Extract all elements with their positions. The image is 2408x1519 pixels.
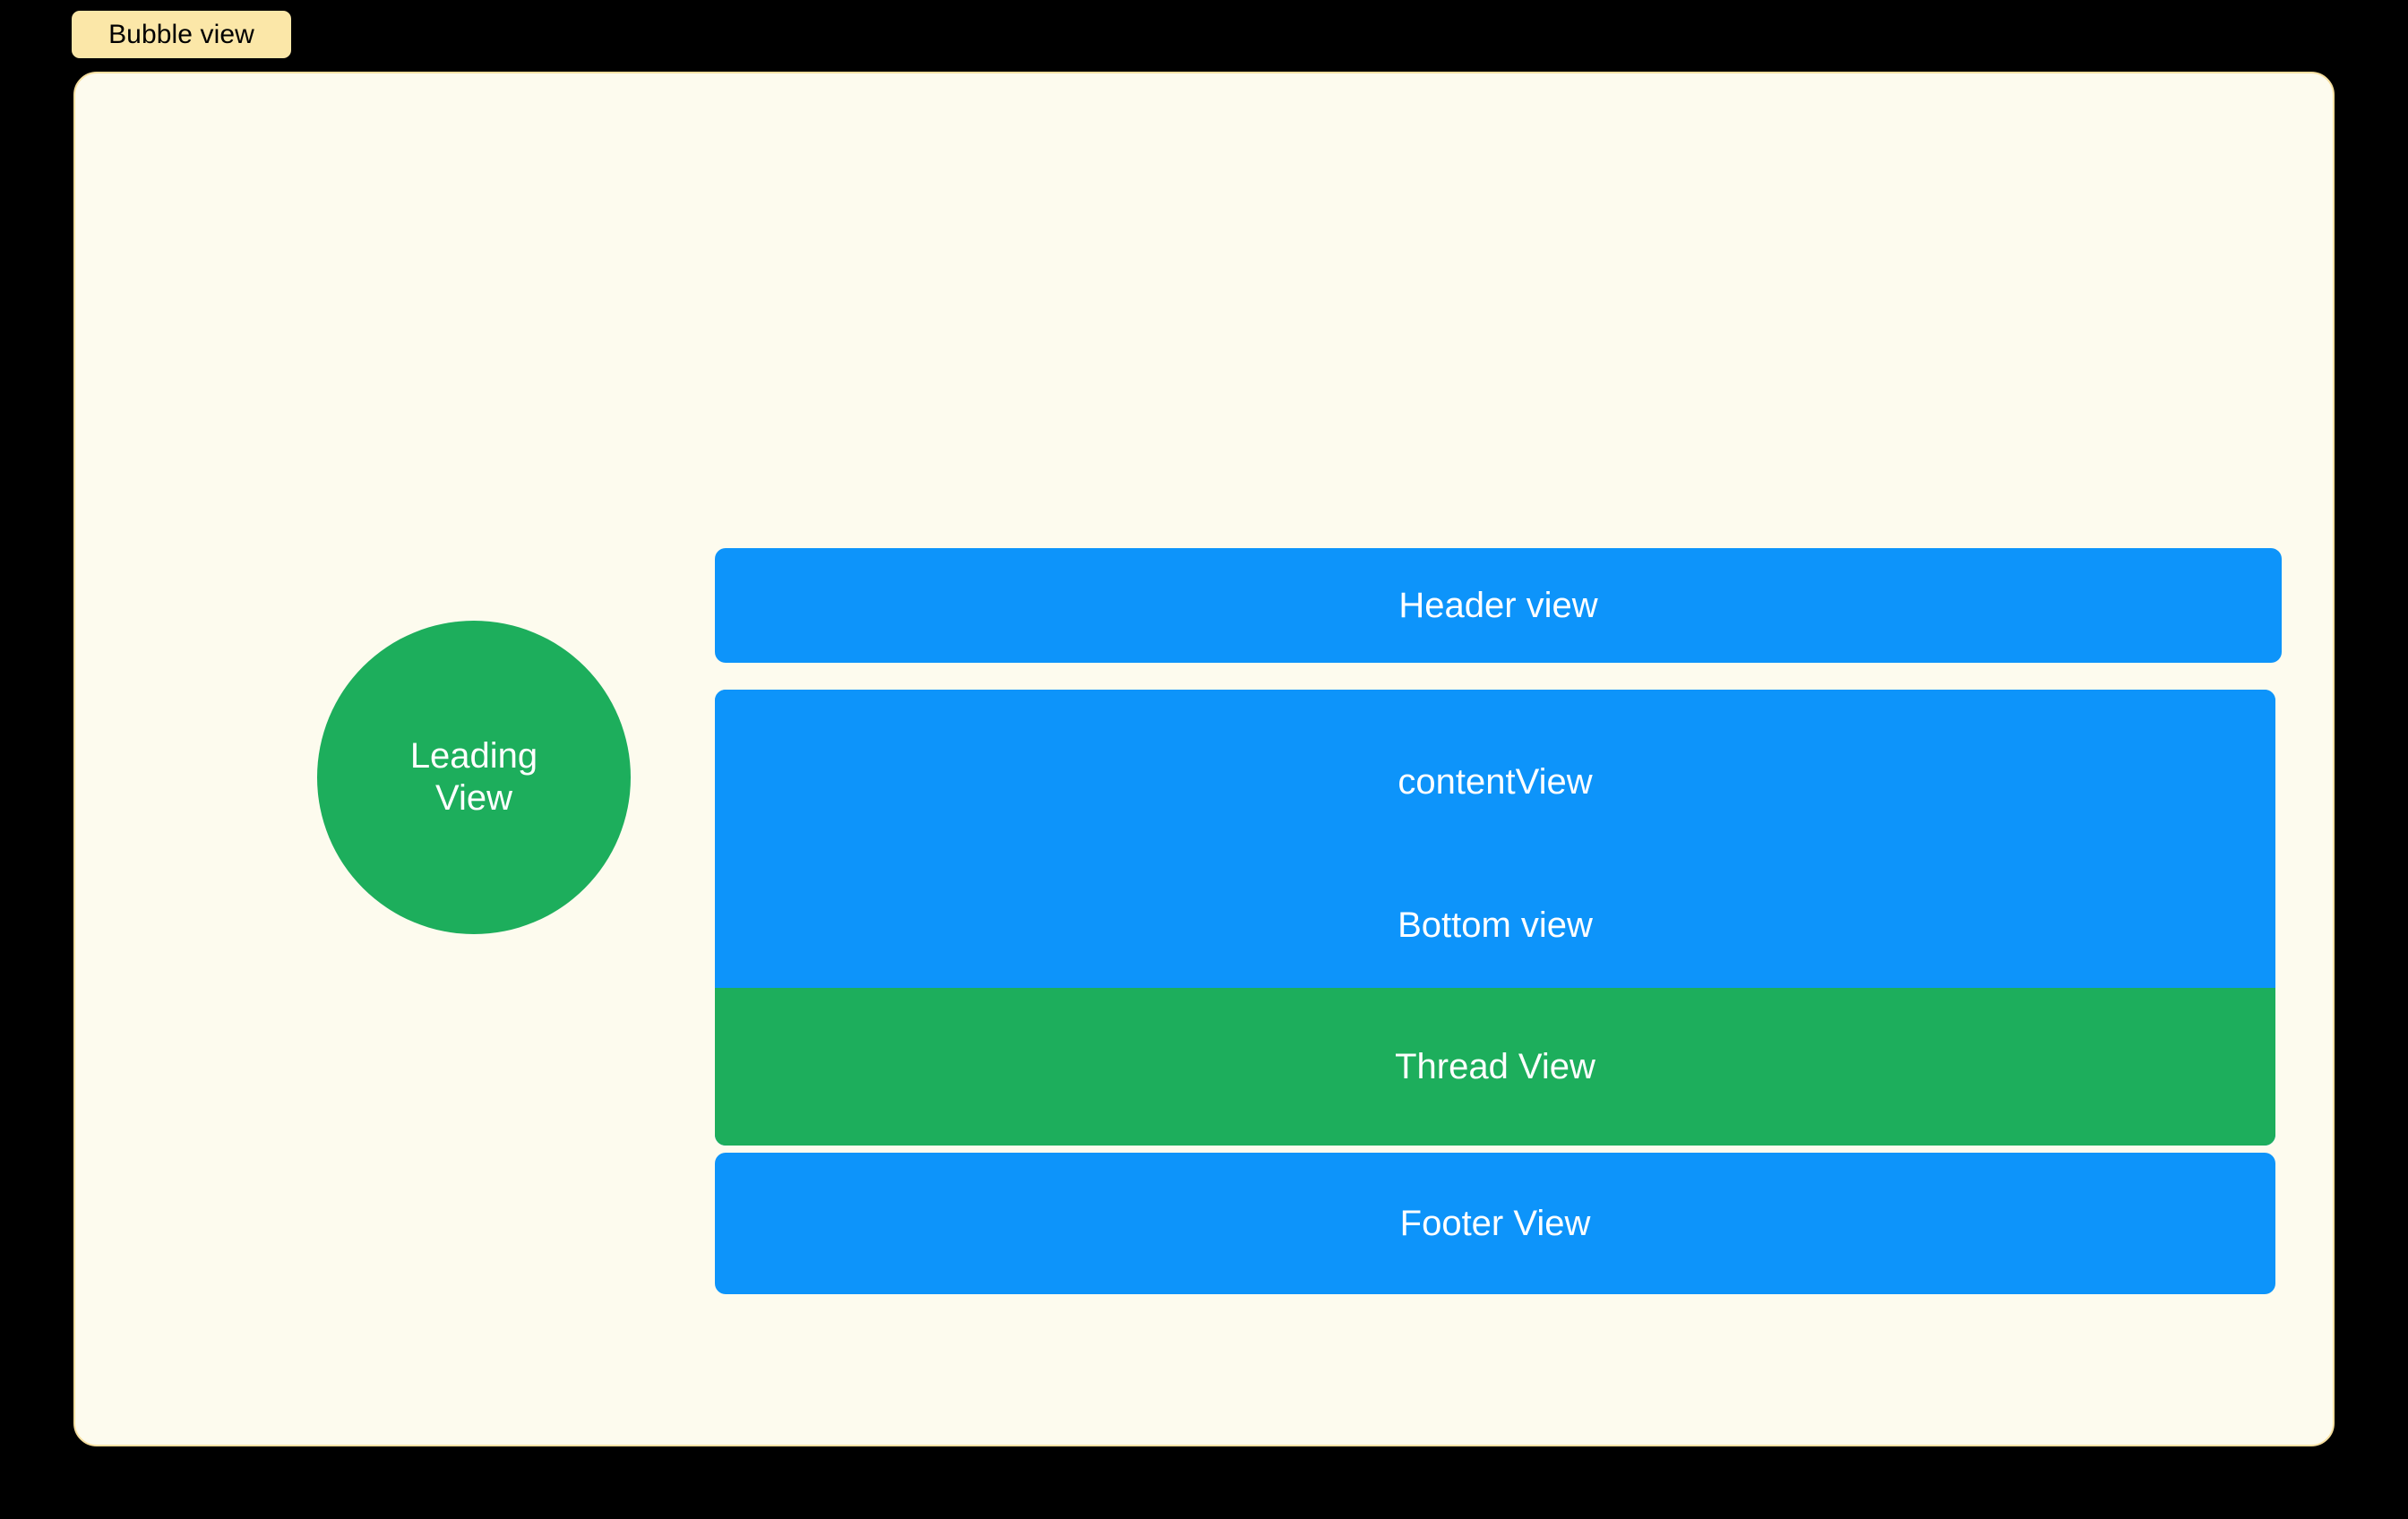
- content-view-stack[interactable]: contentView Bottom view Thread View: [715, 690, 2275, 1146]
- thread-view-bar[interactable]: Thread View: [715, 988, 2275, 1146]
- leading-view-label-line-2: View: [435, 778, 512, 818]
- header-view-label: Header view: [1398, 586, 1598, 625]
- header-view-bar[interactable]: Header view: [715, 548, 2282, 663]
- content-view-body: [715, 690, 2275, 988]
- content-view-label: contentView: [1398, 762, 1593, 802]
- bubble-view-badge-label: Bubble view: [108, 19, 254, 49]
- bubble-view-card: Leading View Header view contentView Bot…: [73, 72, 2335, 1446]
- leading-view-label-line-1: Leading: [409, 735, 538, 776]
- footer-view-bar[interactable]: Footer View: [715, 1153, 2275, 1294]
- footer-view-label: Footer View: [1399, 1204, 1591, 1243]
- thread-view-label: Thread View: [1395, 1047, 1595, 1086]
- leading-view-circle[interactable]: Leading View: [317, 621, 631, 934]
- bottom-view-label: Bottom view: [1398, 905, 1593, 945]
- bubble-view-badge[interactable]: Bubble view: [72, 11, 291, 58]
